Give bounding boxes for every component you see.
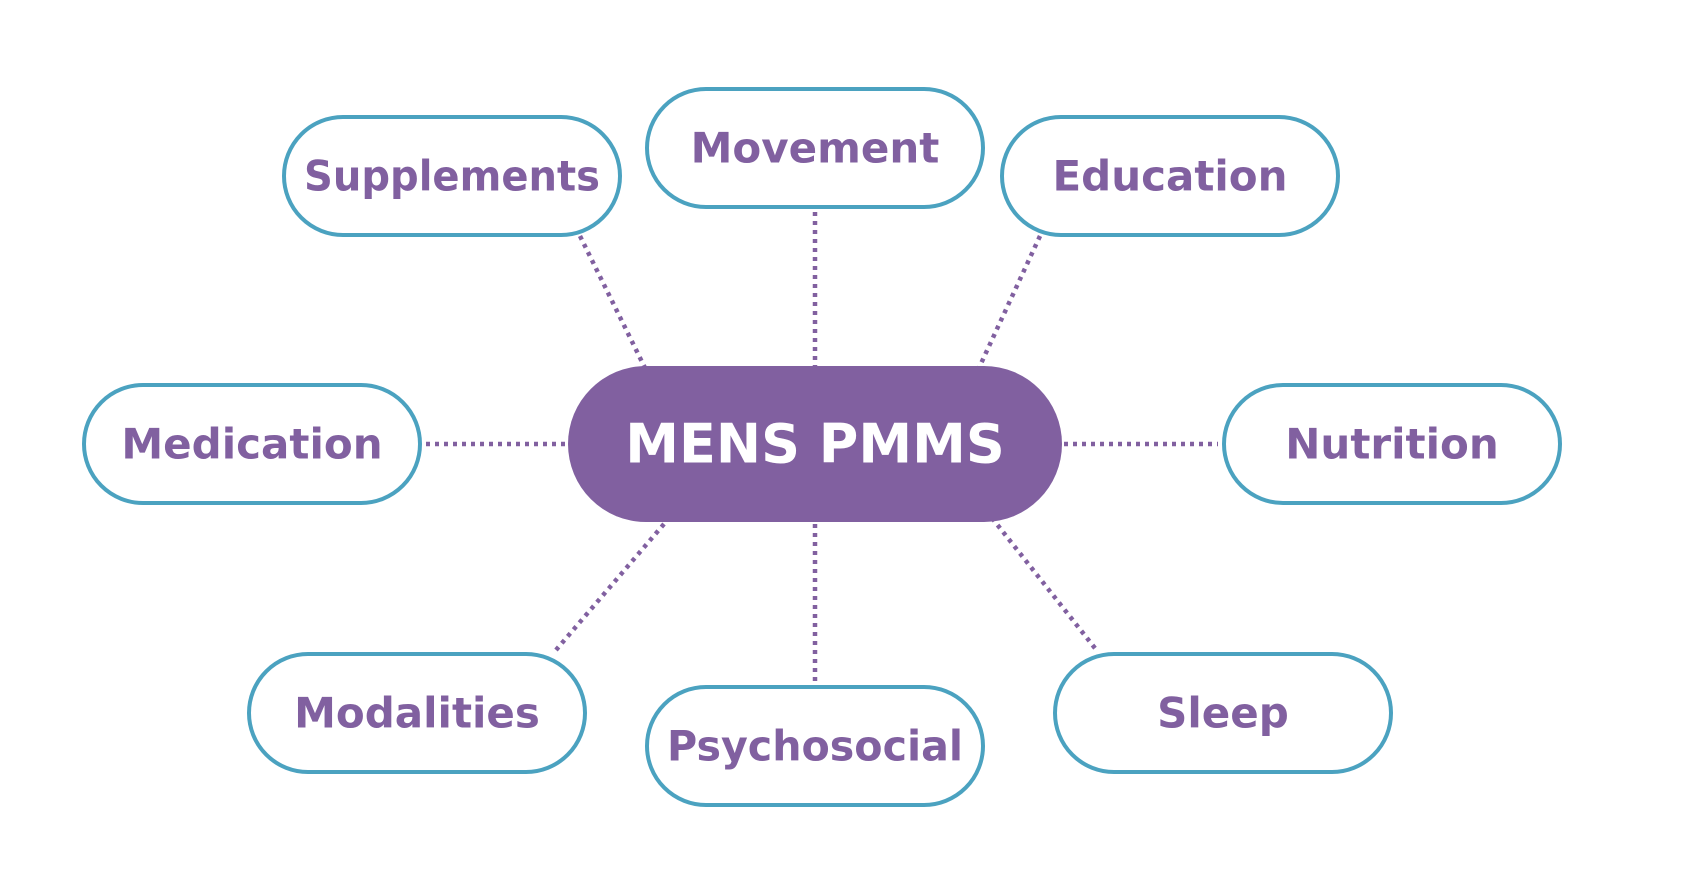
node-nutrition[interactable]: Nutrition (1222, 383, 1562, 505)
node-pill-sleep (1053, 652, 1393, 774)
node-label-education: Education (1052, 152, 1287, 201)
node-supplements[interactable]: Supplements (282, 115, 622, 237)
node-label-psychosocial: Psychosocial (667, 722, 963, 771)
connector-supplements (577, 235, 649, 371)
node-pill-psychosocial (645, 685, 985, 807)
node-pill-medication (82, 383, 422, 505)
node-label-sleep: Sleep (1157, 689, 1289, 738)
node-pill-education (1000, 115, 1340, 237)
connector-education (975, 235, 1043, 371)
connector-sleep (990, 516, 1100, 654)
connector-modalities (554, 522, 666, 652)
node-modalities[interactable]: Modalities (247, 652, 587, 774)
node-medication[interactable]: Medication (82, 383, 422, 505)
node-movement[interactable]: Movement (645, 87, 985, 209)
node-label-modalities: Modalities (294, 689, 540, 738)
node-pill-movement (645, 87, 985, 209)
node-pill-modalities (247, 652, 587, 774)
node-education[interactable]: Education (1000, 115, 1340, 237)
node-label-movement: Movement (691, 124, 940, 173)
node-label-medication: Medication (121, 420, 382, 469)
connectors-group (426, 212, 1218, 684)
node-pill-supplements (282, 115, 622, 237)
center-title: MENS PMMS (625, 413, 1004, 476)
node-psychosocial[interactable]: Psychosocial (645, 685, 985, 807)
node-label-supplements: Supplements (304, 152, 600, 201)
center-pill (568, 366, 1062, 522)
center-node[interactable]: MENS PMMS (568, 366, 1062, 522)
node-pill-nutrition (1222, 383, 1562, 505)
node-sleep[interactable]: Sleep (1053, 652, 1393, 774)
node-label-nutrition: Nutrition (1285, 420, 1498, 469)
